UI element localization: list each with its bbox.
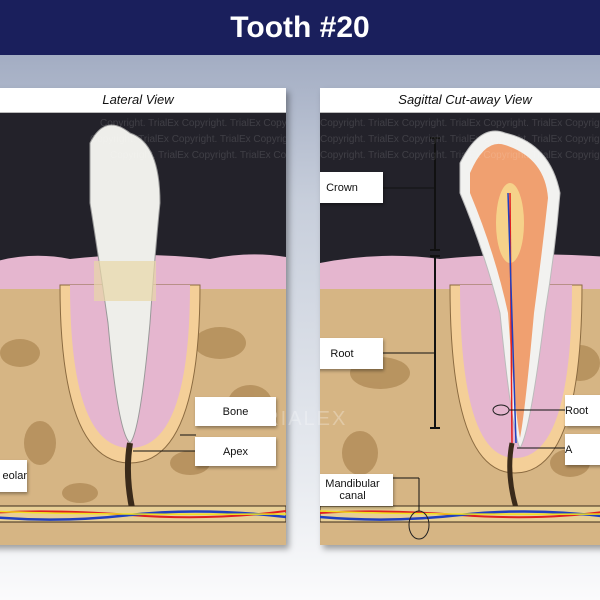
- label-alveolar: eolar: [0, 460, 27, 492]
- sagittal-view-panel: Sagittal Cut-away View Copyright. TrialE…: [320, 88, 600, 545]
- watermark-text: Copyright. TrialEx Copyright. TrialEx Co…: [320, 118, 600, 129]
- lateral-tooth-illustration: [0, 113, 286, 545]
- sagittal-tooth-illustration: [320, 113, 600, 545]
- label-bone: Bone: [195, 397, 276, 426]
- trialex-watermark-logo: TRIALEX: [250, 408, 348, 430]
- panel-title: Sagittal Cut-away View: [320, 88, 600, 113]
- watermark-text: Copyright. TrialEx Copyright. TrialEx Co…: [90, 134, 286, 145]
- vein: [0, 510, 286, 521]
- label-mandibular-canal: Mandibular canal: [320, 474, 393, 506]
- label-root-canal: Root: [565, 395, 600, 426]
- nerve: [0, 510, 286, 515]
- watermark-text: Copyright. TrialEx Copyright. TrialEx Co…: [110, 150, 286, 161]
- watermark-text: Copyright. TrialEx Copyright. TrialEx Co…: [320, 134, 600, 145]
- watermark-text: Copyright. TrialEx Copyright. TrialEx Co…: [320, 150, 600, 161]
- label-apex: A: [565, 434, 600, 465]
- label-apex: Apex: [195, 437, 276, 466]
- label-crown: Crown: [320, 172, 383, 203]
- page-header: Tooth #20: [0, 0, 600, 55]
- apical-canal: [124, 442, 135, 509]
- panel-title: Lateral View: [0, 88, 286, 113]
- label-root: Root: [320, 338, 383, 369]
- watermark-text: Copyright. TrialEx Copyright. TrialEx Co…: [100, 118, 286, 129]
- dentin: [470, 143, 548, 439]
- lateral-view-panel: Lateral View Copyright. TrialEx Copyrigh…: [0, 88, 286, 545]
- page-title: Tooth #20: [230, 11, 370, 44]
